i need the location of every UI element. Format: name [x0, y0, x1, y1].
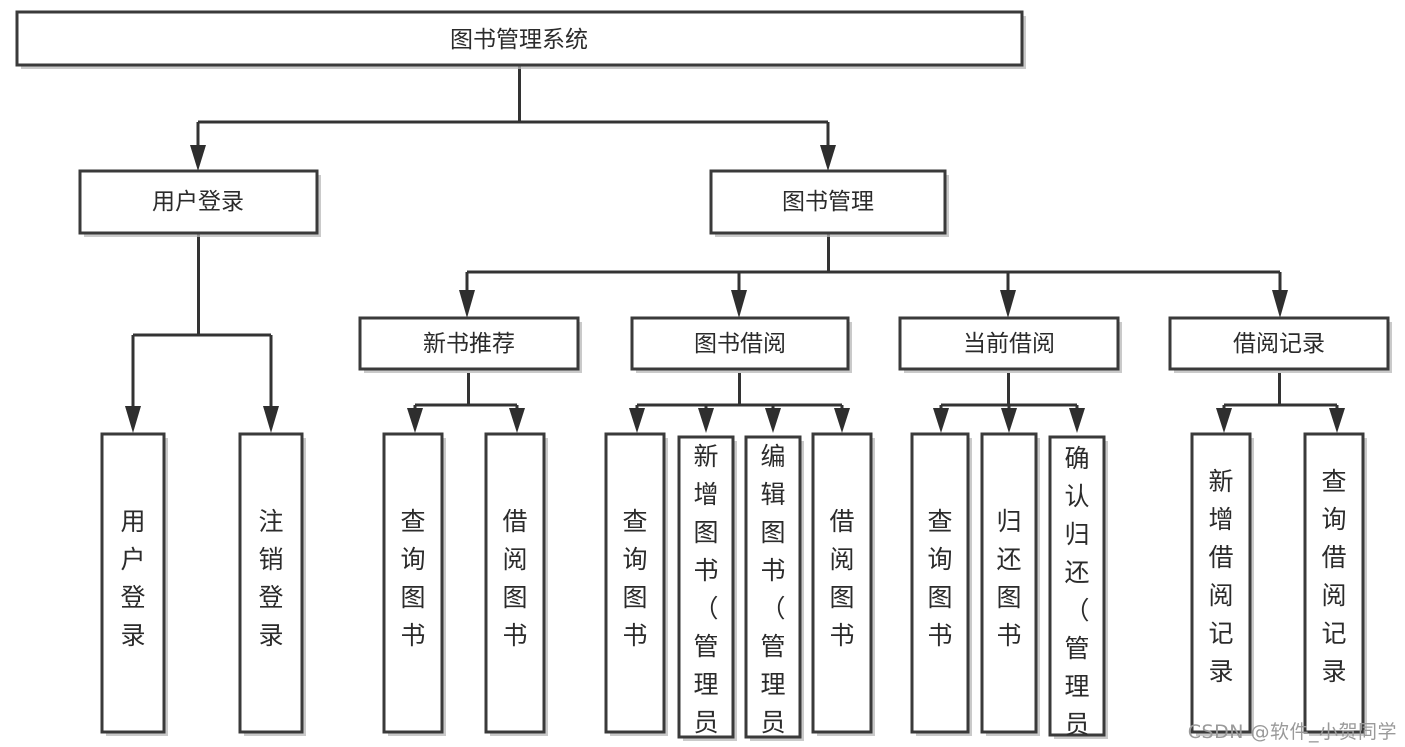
- node-book-manage-label: 图书管理: [782, 189, 874, 215]
- node-leaf-borrow-book-1-label: 借阅图书: [502, 507, 527, 650]
- node-leaf-query-book-2-label: 查询图书: [622, 507, 647, 650]
- node-leaf-return-book-label: 归还图书: [996, 507, 1021, 650]
- arrow-to-borrow-record: [1272, 290, 1288, 318]
- arrow-to-book-borrow: [731, 290, 747, 318]
- arrow-to-current-borrow: [1000, 290, 1016, 318]
- csdn-watermark: CSDN @软件_小贺同学: [1187, 721, 1397, 743]
- node-leaf-query-record-label: 查询借阅记录: [1321, 467, 1346, 686]
- arrow-leaf-add-book: [698, 408, 714, 433]
- arrow-to-new-book-recommend: [459, 290, 475, 318]
- node-leaf-borrow-book-2-label: 借阅图书: [829, 507, 854, 650]
- node-leaf-user-logout-label: 注销登录: [258, 507, 283, 650]
- node-leaf-confirm-return-label: 确认归还（管理员）: [1064, 444, 1089, 747]
- node-new-book-recommend[interactable]: 新书推荐: [358, 316, 582, 373]
- arrow-leaf-borrow-book-2: [834, 408, 850, 433]
- arrow-leaf-edit-book: [765, 408, 781, 433]
- node-borrow-record-label: 借阅记录: [1233, 331, 1325, 357]
- node-leaf-borrow-book-2[interactable]: 借阅图书: [811, 432, 875, 736]
- node-leaf-query-book-1-label: 查询图书: [400, 507, 425, 650]
- node-user-login[interactable]: 用户登录: [78, 169, 321, 237]
- arrow-leaf-return-book: [1001, 408, 1017, 433]
- node-leaf-query-book-1[interactable]: 查询图书: [382, 432, 446, 736]
- node-leaf-user-logout[interactable]: 注销登录: [238, 432, 306, 736]
- arrow-leaf-user-login: [125, 406, 141, 433]
- node-leaf-query-book-2[interactable]: 查询图书: [604, 432, 668, 736]
- node-leaf-query-record[interactable]: 查询借阅记录: [1303, 432, 1367, 736]
- node-borrow-record[interactable]: 借阅记录: [1168, 316, 1392, 373]
- node-leaf-return-book[interactable]: 归还图书: [980, 432, 1040, 736]
- arrow-leaf-add-record: [1216, 408, 1232, 433]
- node-leaf-user-login[interactable]: 用户登录: [100, 432, 168, 736]
- arrow-leaf-user-logout: [263, 406, 279, 433]
- node-leaf-borrow-book-1[interactable]: 借阅图书: [484, 432, 548, 736]
- node-root-label: 图书管理系统: [450, 27, 588, 53]
- node-user-login-label: 用户登录: [152, 189, 244, 215]
- node-leaf-edit-book-label: 编辑图书（管理员）: [760, 442, 785, 747]
- arrow-leaf-confirm-return: [1069, 408, 1085, 433]
- arrow-leaf-query-record: [1329, 408, 1345, 433]
- node-book-borrow[interactable]: 图书借阅: [630, 316, 852, 373]
- node-current-borrow[interactable]: 当前借阅: [898, 316, 1122, 373]
- node-leaf-add-record[interactable]: 新增借阅记录: [1190, 432, 1254, 736]
- node-current-borrow-label: 当前借阅: [963, 331, 1055, 357]
- arrow-leaf-query-book-3: [933, 408, 949, 433]
- node-leaf-user-login-label: 用户登录: [120, 507, 145, 650]
- arrow-leaf-query-book-1: [407, 408, 423, 433]
- node-book-manage[interactable]: 图书管理: [709, 169, 949, 237]
- node-leaf-add-record-label: 新增借阅记录: [1208, 467, 1233, 686]
- node-new-book-recommend-label: 新书推荐: [423, 331, 515, 357]
- node-book-borrow-label: 图书借阅: [694, 331, 786, 357]
- edge-layer: [125, 65, 1345, 433]
- node-leaf-query-book-3-label: 查询图书: [927, 507, 952, 650]
- arrow-leaf-borrow-book-1: [509, 408, 525, 433]
- arrow-to-user-login: [190, 145, 206, 171]
- node-leaf-edit-book[interactable]: 编辑图书（管理员）: [744, 435, 804, 747]
- arrow-leaf-query-book-2: [629, 408, 645, 433]
- arrow-to-book-manage: [820, 145, 836, 171]
- node-leaf-add-book[interactable]: 新增图书（管理员）: [677, 435, 737, 747]
- node-leaf-confirm-return[interactable]: 确认归还（管理员）: [1048, 435, 1108, 747]
- node-root[interactable]: 图书管理系统: [15, 10, 1026, 69]
- node-leaf-add-book-label: 新增图书（管理员）: [693, 442, 718, 747]
- node-leaf-query-book-3[interactable]: 查询图书: [910, 432, 972, 736]
